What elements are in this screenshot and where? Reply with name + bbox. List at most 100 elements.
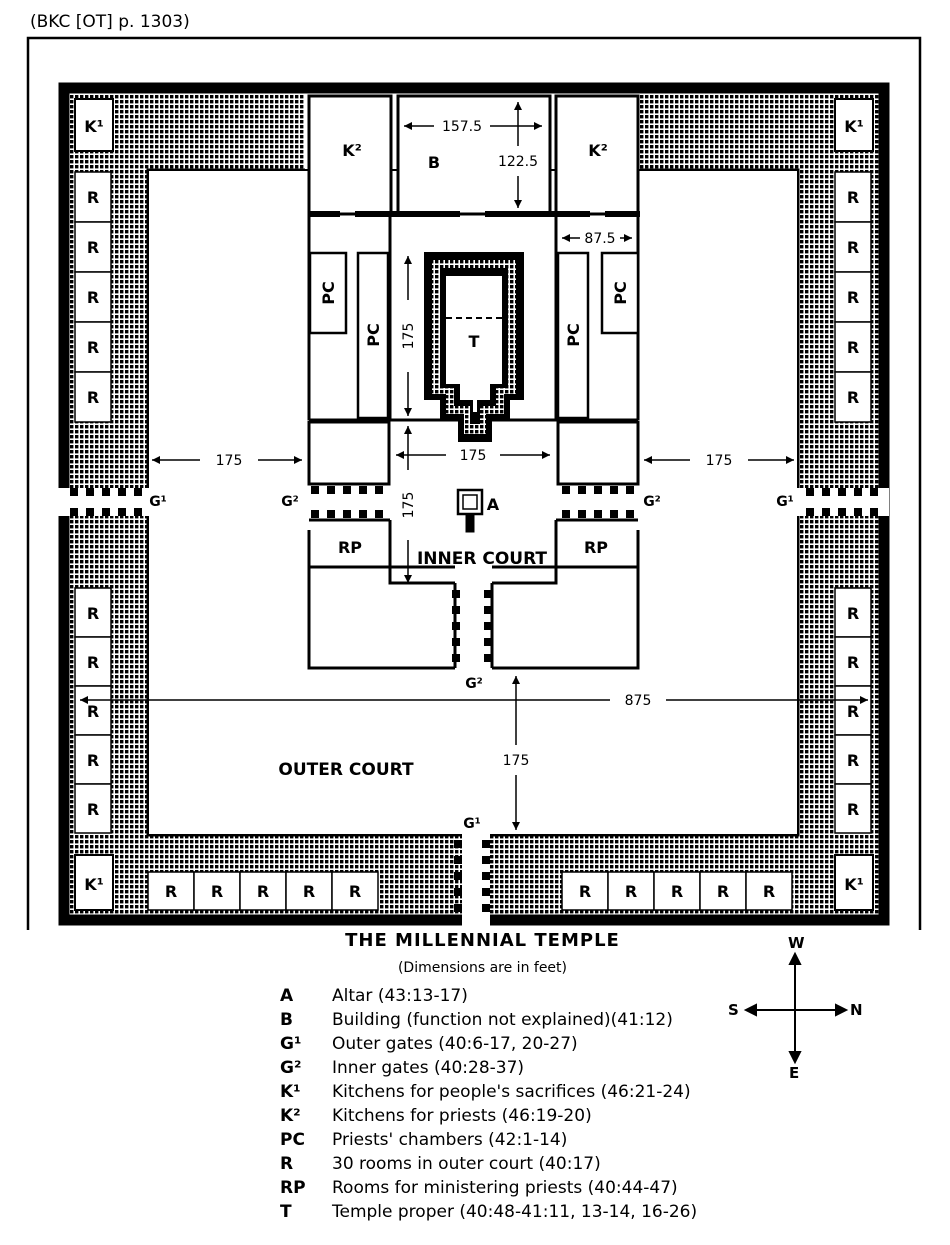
label-k2-east: K² xyxy=(588,141,607,160)
label-pc-inner-west: PC xyxy=(364,323,383,346)
compass-west: W xyxy=(788,934,805,952)
label-pc-outer-west: PC xyxy=(319,281,338,304)
temple-plan: K¹ K¹ K¹ K¹ K² K² B T A RP RP INNER COUR… xyxy=(26,36,922,930)
label-altar: A xyxy=(487,495,500,514)
legend-code: RP xyxy=(280,1178,306,1198)
legend-code: T xyxy=(280,1202,292,1222)
svg-text:R: R xyxy=(847,653,859,672)
label-g2-east: G² xyxy=(643,494,661,510)
gate-south-blocks xyxy=(454,840,490,912)
kitchen-k1-nw xyxy=(74,98,114,152)
label-k1-ne: K¹ xyxy=(844,117,863,136)
kitchen-k2-west xyxy=(307,94,393,216)
svg-text:R: R xyxy=(349,882,361,901)
gate-east-blocks xyxy=(806,488,878,516)
gatehouse-east xyxy=(556,420,640,486)
legend-text: Priests' chambers (42:1-14) xyxy=(332,1130,568,1150)
priests-chamber-inner-west xyxy=(356,251,390,420)
label-g1-west: G¹ xyxy=(149,494,167,510)
legend-code: A xyxy=(280,986,294,1006)
legend-text: Rooms for ministering priests (40:44-47) xyxy=(332,1178,678,1198)
gatehouse-west xyxy=(307,420,391,486)
label-g1-south: G¹ xyxy=(463,816,481,832)
legend-text: Building (function not explained)(41:12) xyxy=(332,1010,673,1030)
priests-chamber-outer-west xyxy=(308,251,348,335)
svg-text:R: R xyxy=(763,882,775,901)
building-b xyxy=(396,94,552,216)
svg-text:R: R xyxy=(579,882,591,901)
svg-text:875: 875 xyxy=(625,693,652,709)
source-citation: (BKC [OT] p. 1303) xyxy=(30,12,190,32)
svg-text:175: 175 xyxy=(401,492,417,519)
svg-text:R: R xyxy=(303,882,315,901)
outer-rooms xyxy=(74,171,872,911)
legend-code: PC xyxy=(280,1130,305,1150)
svg-text:R: R xyxy=(87,338,99,357)
svg-text:R: R xyxy=(257,882,269,901)
altar xyxy=(456,488,484,533)
compass-north: N xyxy=(850,1001,863,1019)
svg-text:R: R xyxy=(87,702,99,721)
svg-text:R: R xyxy=(87,238,99,257)
kitchen-k1-se xyxy=(834,854,874,911)
svg-text:R: R xyxy=(847,751,859,770)
legend-item: K² Kitchens for priests (46:19-20) xyxy=(280,1104,697,1128)
svg-text:R: R xyxy=(87,653,99,672)
svg-text:175: 175 xyxy=(503,753,530,769)
legend-text: Temple proper (40:48-41:11, 13-14, 16-26… xyxy=(332,1202,698,1222)
legend-text: Kitchens for people's sacrifices (46:21-… xyxy=(332,1082,691,1102)
svg-text:87.5: 87.5 xyxy=(584,231,615,247)
label-k1-se: K¹ xyxy=(844,875,863,894)
svg-text:175: 175 xyxy=(216,453,243,469)
priests-chamber-inner-east xyxy=(556,251,590,420)
svg-text:R: R xyxy=(87,288,99,307)
label-k2-west: K² xyxy=(342,141,361,160)
svg-text:R: R xyxy=(165,882,177,901)
legend-text: Outer gates (40:6-17, 20-27) xyxy=(332,1034,578,1054)
svg-text:R: R xyxy=(847,238,859,257)
label-inner-court: INNER COURT xyxy=(417,549,547,569)
kitchen-k2-east xyxy=(554,94,640,216)
label-g1-east: G¹ xyxy=(776,494,794,510)
compass-arrows-icon xyxy=(743,951,849,1065)
legend-item: PC Priests' chambers (42:1-14) xyxy=(280,1128,697,1152)
legend-item: B Building (function not explained)(41:12… xyxy=(280,1008,697,1032)
svg-text:R: R xyxy=(87,604,99,623)
svg-text:R: R xyxy=(717,882,729,901)
svg-text:175: 175 xyxy=(460,448,487,464)
diagram-subtitle: (Dimensions are in feet) xyxy=(397,960,568,976)
svg-text:R: R xyxy=(847,188,859,207)
legend-text: Kitchens for priests (46:19-20) xyxy=(332,1106,592,1126)
compass-rose: W E S N xyxy=(720,934,870,1082)
label-pc-outer-east: PC xyxy=(611,281,630,304)
gate-west-blocks xyxy=(70,488,142,516)
legend-code: B xyxy=(280,1010,293,1030)
legend-item: G¹ Outer gates (40:6-17, 20-27) xyxy=(280,1032,697,1056)
legend-code: G¹ xyxy=(280,1034,302,1054)
label-k1-sw: K¹ xyxy=(84,875,103,894)
label-rp-east: RP xyxy=(584,538,608,557)
svg-text:R: R xyxy=(847,288,859,307)
svg-text:R: R xyxy=(87,800,99,819)
svg-text:R: R xyxy=(211,882,223,901)
svg-text:175: 175 xyxy=(706,453,733,469)
legend-code: G² xyxy=(280,1058,302,1078)
dimension-labels: 157.5 122.5 87.5 175 175 175 175 175 875… xyxy=(216,119,733,769)
svg-text:R: R xyxy=(847,388,859,407)
page-frame xyxy=(26,36,922,930)
legend-text: 30 rooms in outer court (40:17) xyxy=(332,1154,601,1174)
diagram-title: THE MILLENNIAL TEMPLE xyxy=(345,930,620,951)
legend-code: K² xyxy=(280,1106,301,1126)
svg-text:157.5: 157.5 xyxy=(442,119,482,135)
svg-text:175: 175 xyxy=(401,323,417,350)
priests-chamber-outer-east xyxy=(600,251,640,335)
compass-south: S xyxy=(728,1001,739,1019)
label-g2-south: G² xyxy=(465,676,483,692)
svg-text:R: R xyxy=(847,702,859,721)
